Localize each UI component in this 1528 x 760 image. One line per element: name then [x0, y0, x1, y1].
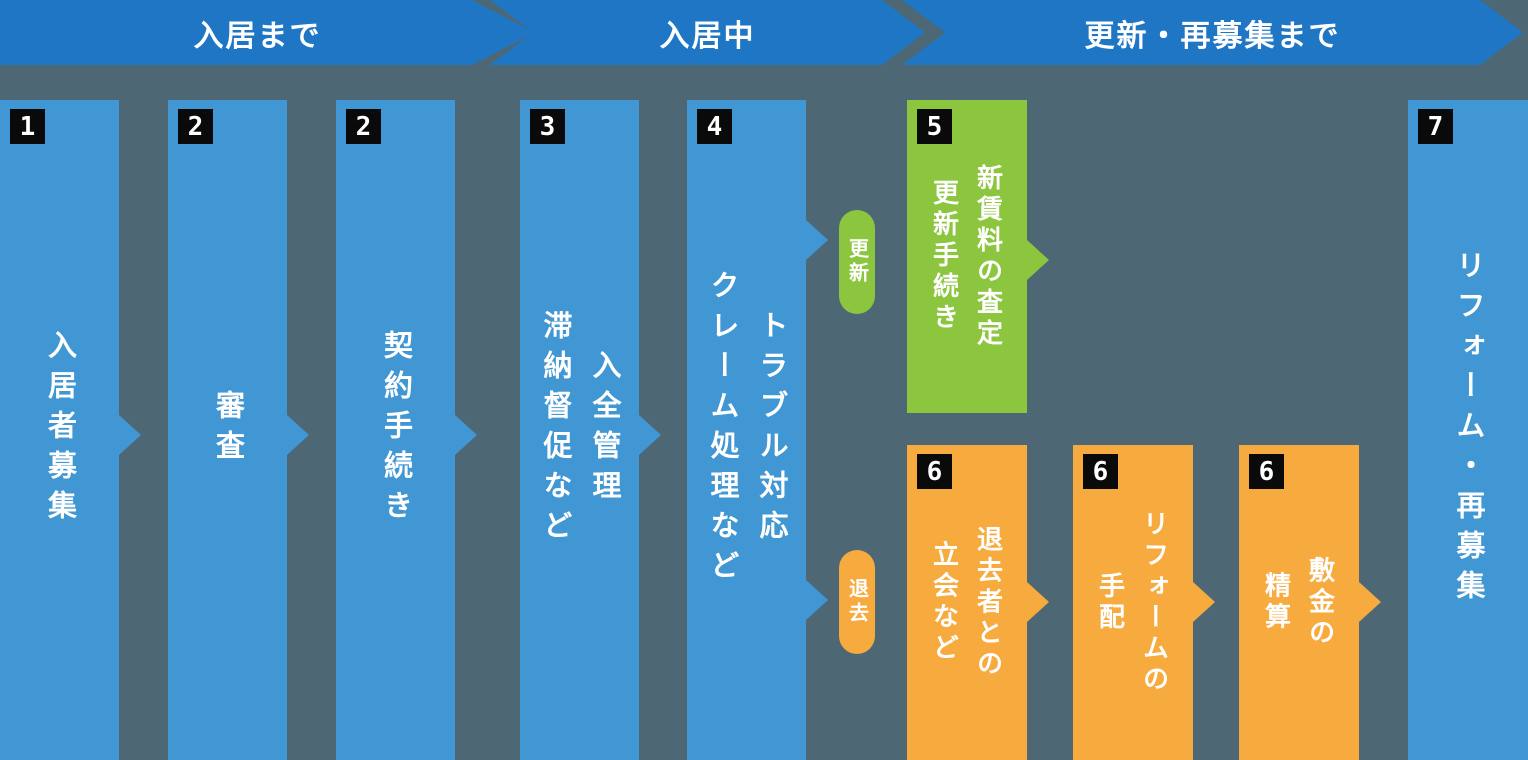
step-number-badge: 4 [697, 109, 732, 144]
flow-arrow-right-icon [1027, 240, 1049, 280]
step-number-badge: 2 [346, 109, 381, 144]
flow-arrow-right-icon [1193, 582, 1215, 622]
step-label: リフォームの 手配 [1095, 509, 1170, 696]
step-label: トラブル対応 クレーム処理など [706, 270, 787, 590]
step-number-badge: 6 [1249, 454, 1284, 489]
step-label: 契約手続き [379, 330, 412, 530]
step-number-badge: 3 [530, 109, 565, 144]
step-label: 審査 [211, 390, 244, 470]
step-screening: 2 審査 [168, 100, 309, 760]
branch-pill-label: 退去 [845, 578, 868, 626]
flow-arrow-right-icon [639, 415, 661, 455]
flow-arrow-to-renew-icon [806, 220, 828, 260]
phase-banner-label: 入居中 [659, 19, 756, 53]
flow-arrow-to-vacate-icon [806, 580, 828, 620]
step-deposit-settlement: 6 敷金の 精算 [1239, 445, 1381, 760]
step-number-badge: 2 [178, 109, 213, 144]
step-rent-assessment-renewal: 5 新賃料の査定 更新手続き [907, 100, 1049, 413]
step-trouble-handling: 4 トラブル対応 クレーム処理など [687, 100, 828, 760]
flow-arrow-right-icon [455, 415, 477, 455]
step-number-badge: 1 [10, 109, 45, 144]
flow-arrow-right-icon [1359, 582, 1381, 622]
step-number-badge: 6 [1083, 454, 1118, 489]
step-moveout-inspection: 6 退去者との 立会など [907, 445, 1049, 760]
step-payment-management: 3 入全管理 滞納督促など [520, 100, 661, 760]
step-contract-procedure: 2 契約手続き [336, 100, 477, 760]
step-tenant-recruitment: 1 入居者募集 [0, 100, 141, 760]
step-label: リフォーム・再募集 [1452, 250, 1484, 610]
phase-banner-label: 入居まで [193, 19, 322, 53]
step-label: 入全管理 滞納督促など [539, 310, 620, 550]
flow-arrow-right-icon [119, 415, 141, 455]
step-label: 敷金の 精算 [1261, 556, 1336, 649]
step-label: 新賃料の査定 更新手続き [929, 163, 1004, 350]
phase-banner-until-renewal: 更新・再募集まで [902, 0, 1523, 65]
step-number-badge: 6 [917, 454, 952, 489]
branch-pill-vacate: 退去 [839, 550, 875, 654]
flow-arrow-right-icon [287, 415, 309, 455]
step-label: 退去者との 立会など [929, 525, 1004, 680]
phase-banner-label: 更新・再募集まで [1084, 19, 1341, 53]
step-number-badge: 7 [1418, 109, 1453, 144]
phase-banner-until-movein: 入居まで [0, 0, 535, 65]
phase-banner-during-tenancy: 入居中 [490, 0, 925, 65]
step-reform-arrangement: 6 リフォームの 手配 [1073, 445, 1215, 760]
step-label: 入居者募集 [43, 330, 76, 530]
branch-pill-label: 更新 [845, 238, 868, 286]
step-number-badge: 5 [917, 109, 952, 144]
step-reform-rerecruitment: 7 リフォーム・再募集 [1408, 100, 1528, 760]
branch-pill-renew: 更新 [839, 210, 875, 314]
flow-arrow-right-icon [1027, 582, 1049, 622]
